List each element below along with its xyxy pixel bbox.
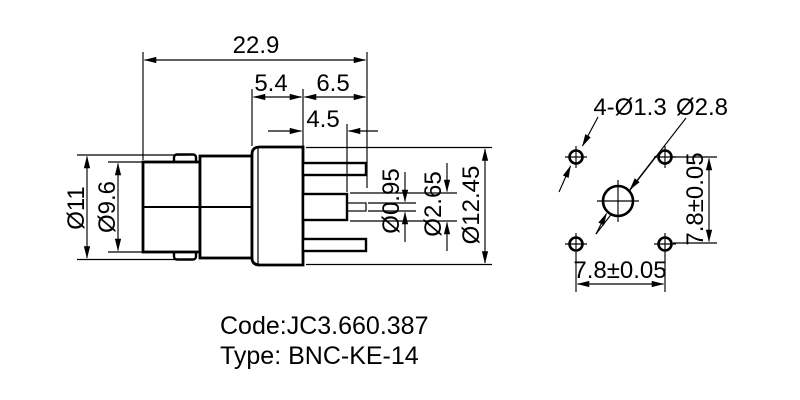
label-mounting-holes: 4-Ø1.3 <box>593 94 666 121</box>
connector-side-view <box>141 145 368 267</box>
side-view-dimensions: 22.9 5.4 6.5 4.5 Ø11 Ø9.6 Ø0.95 Ø2.65 Ø1… <box>63 32 492 266</box>
caption-code: Code:JC3.660.387 <box>220 312 428 340</box>
pcb-footprint-view: 4-Ø1.3 Ø2.8 7.8±0.05 7.8±0.05 <box>558 94 728 292</box>
dim-center-pin-dia: Ø0.95 <box>378 168 405 233</box>
dim-nut-id: Ø9.6 <box>94 181 121 233</box>
mounting-hole-top-left <box>565 146 587 168</box>
mounting-flange <box>250 145 305 267</box>
corner-hole-leader <box>581 116 599 147</box>
caption-block: Code:JC3.660.387 Type: BNC-KE-14 <box>220 312 428 370</box>
dim-insulator-length: 4.5 <box>306 106 339 133</box>
mounting-hole-bottom-right <box>654 233 676 255</box>
dim-overall-length: 22.9 <box>233 32 280 59</box>
dim-rear-length: 6.5 <box>316 70 349 97</box>
dim-hole-pitch-vertical: 7.8±0.05 <box>682 152 709 245</box>
dim-nut-od: Ø11 <box>63 186 90 230</box>
dim-flange-dia: Ø12.45 <box>458 166 485 245</box>
dim-flange-thickness: 5.4 <box>254 70 287 97</box>
center-hole <box>597 180 639 222</box>
label-center-hole: Ø2.8 <box>676 94 728 121</box>
dim-hole-pitch-horizontal: 7.8±0.05 <box>573 257 666 284</box>
dim-insulator-dia: Ø2.65 <box>420 171 447 236</box>
ground-pin-bottom <box>301 237 368 253</box>
mounting-hole-top-right <box>654 146 676 168</box>
mounting-hole-bottom-left <box>565 233 587 255</box>
rear-insulator <box>301 192 349 222</box>
caption-type: Type: BNC-KE-14 <box>220 342 419 370</box>
center-pin <box>346 202 367 212</box>
ground-pin-top <box>301 161 368 177</box>
